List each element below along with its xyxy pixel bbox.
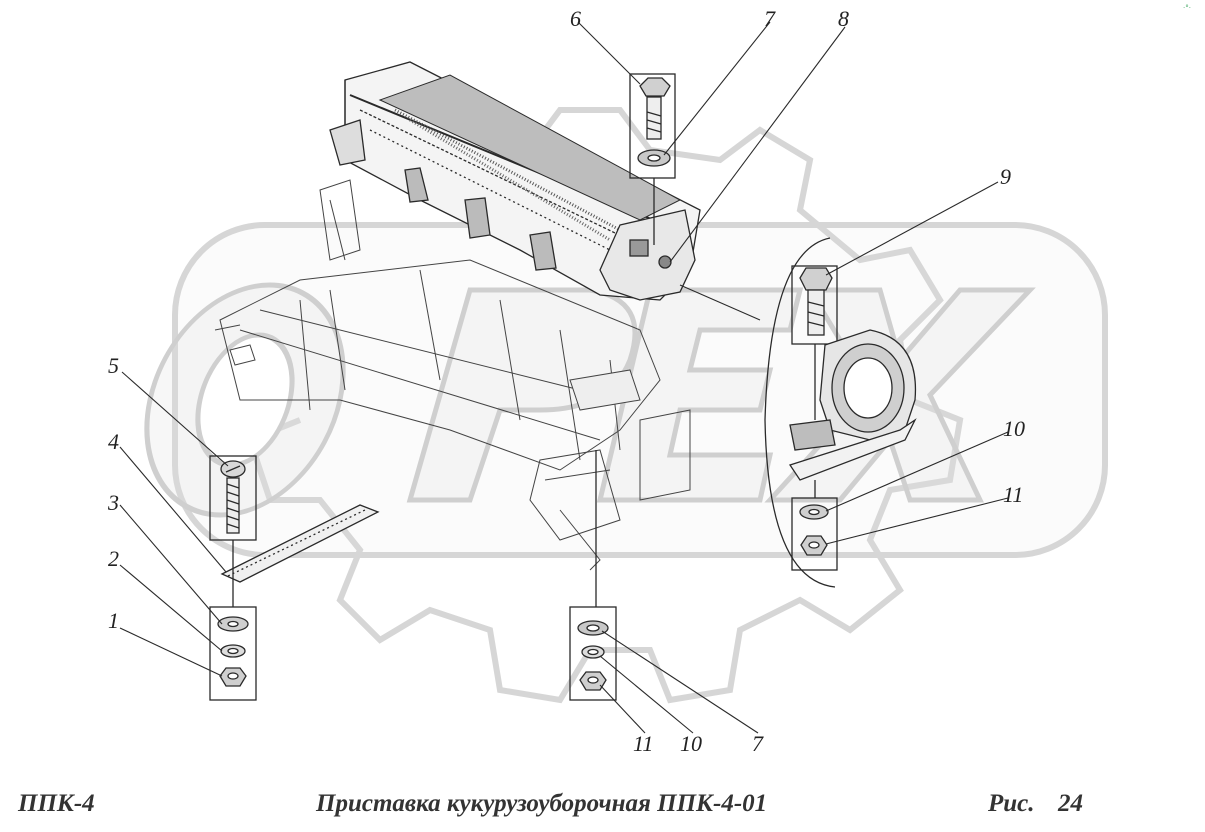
callout-10-bottom: 10 bbox=[680, 731, 702, 756]
callout-1: 1 bbox=[108, 608, 119, 633]
callout-7-bottom: 7 bbox=[752, 731, 763, 756]
callout-8: 8 bbox=[838, 6, 849, 31]
footer-model: ППК-4 bbox=[18, 790, 95, 817]
callout-9: 9 bbox=[1000, 164, 1011, 189]
callout-5: 5 bbox=[108, 353, 119, 378]
top-fastener-group bbox=[629, 73, 676, 245]
corner-mark: ·°· bbox=[1183, 4, 1191, 12]
callout-3: 3 bbox=[108, 490, 119, 515]
footer-title: Приставка кукурузоуборочная ППК-4-01 bbox=[316, 790, 768, 817]
footer-fig-number: 24 bbox=[1058, 790, 1083, 817]
callout-11-bottom: 11 bbox=[633, 731, 654, 756]
line-work bbox=[119, 21, 1009, 734]
footer-fig-label: Рис. bbox=[988, 790, 1035, 817]
callout-2: 2 bbox=[108, 546, 119, 571]
callout-7-top: 7 bbox=[764, 6, 775, 31]
bearing-inset bbox=[764, 237, 917, 588]
header-assembly bbox=[329, 61, 701, 301]
strap bbox=[220, 504, 380, 583]
watermark bbox=[144, 107, 1108, 704]
callout-11-right: 11 bbox=[1003, 482, 1024, 507]
callout-4: 4 bbox=[108, 429, 119, 454]
left-fastener-group bbox=[209, 455, 257, 701]
bottom-fastener-group bbox=[569, 450, 617, 701]
leader-lines bbox=[119, 21, 1009, 734]
callout-10-right: 10 bbox=[1003, 416, 1025, 441]
frame-assembly bbox=[214, 179, 691, 571]
callout-6: 6 bbox=[570, 6, 581, 31]
